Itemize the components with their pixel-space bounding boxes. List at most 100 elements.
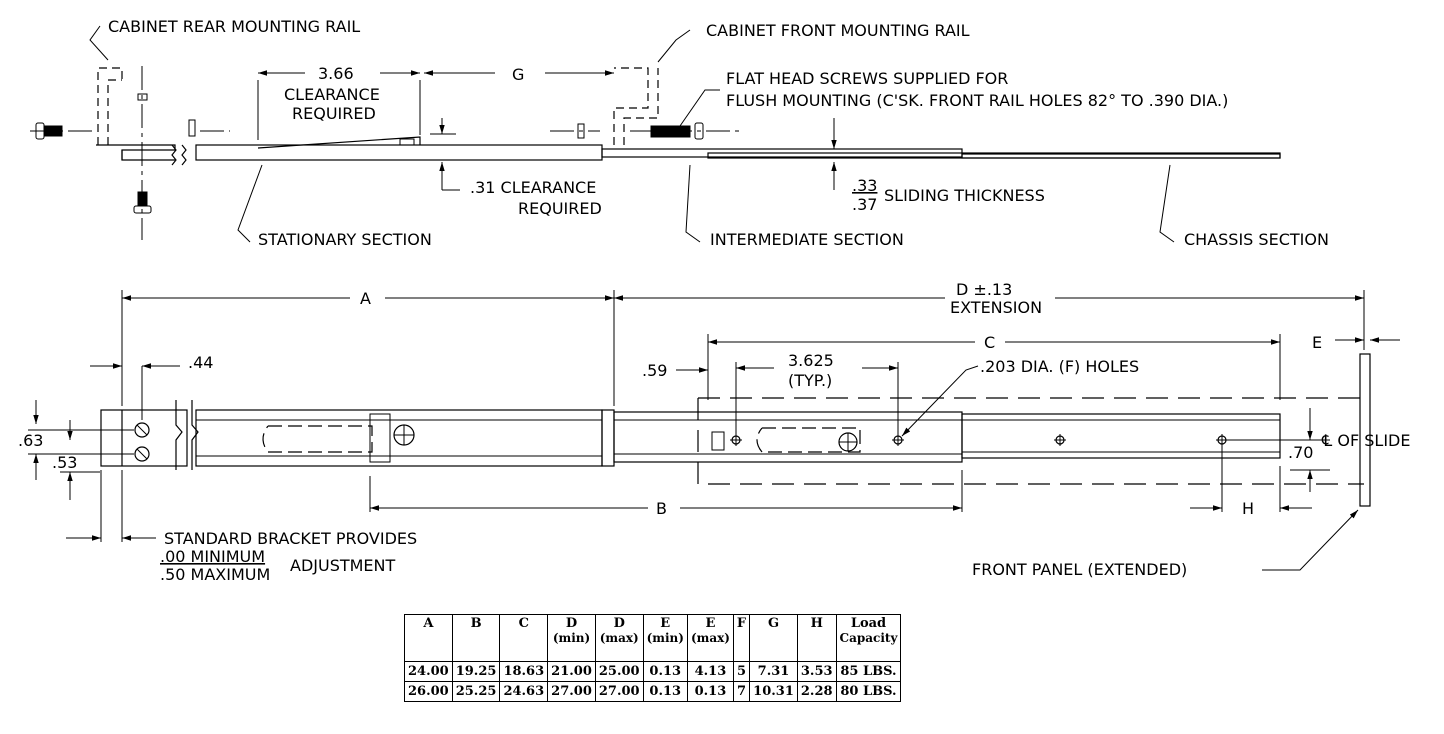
spec-header-cell: C: [499, 614, 549, 662]
rear-rail-label: CABINET REAR MOUNTING RAIL: [108, 17, 360, 36]
spec-cell: 2.28: [796, 681, 837, 702]
dim-3625: 3.625: [788, 351, 834, 370]
spec-cell: 7.31: [749, 661, 798, 682]
chassis-label: CHASSIS SECTION: [1184, 230, 1329, 249]
bracket-screw-bottom: [134, 446, 150, 462]
rear-rail-bracket: [30, 66, 230, 240]
slide-screw-1: [393, 424, 415, 446]
spec-header-label: H: [810, 616, 823, 631]
spec-header-cell: B: [451, 614, 501, 662]
dim-g: G: [512, 65, 524, 84]
mounting-holes: [730, 434, 1228, 446]
clearance-031: .31 CLEARANCE: [470, 178, 596, 197]
spec-cell: 18.63: [499, 661, 549, 682]
dim-d: D ±.13: [956, 280, 1012, 299]
spec-header-label: E: [705, 616, 716, 631]
spec-header-label: C: [518, 616, 529, 631]
extension-label: EXTENSION: [950, 298, 1042, 317]
spec-cell: 27.00: [594, 681, 644, 702]
spec-cell: 80 LBS.: [835, 681, 902, 702]
spec-cell: 85 LBS.: [835, 661, 902, 682]
side-view: A D ±.13 EXTENSION C E .44 .59 3.625 (TY…: [18, 280, 1410, 584]
typ-label: (TYP.): [788, 371, 832, 390]
spec-cell: 27.00: [547, 681, 596, 702]
spec-header-label: B: [470, 616, 482, 631]
spec-cell: 26.00: [404, 681, 453, 702]
spec-cell: 19.25: [451, 661, 501, 682]
spec-header-sub: Capacity: [839, 631, 898, 645]
thickness-bottom: .37: [852, 195, 877, 214]
dim-366: 3.66: [318, 64, 354, 83]
spec-header-sub: (max): [599, 631, 639, 645]
screws-label-1: FLAT HEAD SCREWS SUPPLIED FOR: [726, 69, 1008, 88]
adjustment-label: ADJUSTMENT: [290, 556, 396, 575]
spec-header-cell: D(max): [594, 614, 644, 662]
spec-header-cell: H: [796, 614, 837, 662]
spec-header-label: A: [423, 616, 434, 631]
spec-header-sub: (max): [690, 631, 730, 645]
spec-cell: 4.13: [686, 661, 734, 682]
front-panel-label: FRONT PANEL (EXTENDED): [972, 560, 1187, 579]
spec-cell: 0.13: [642, 661, 688, 682]
spec-cell: 21.00: [547, 661, 596, 682]
spec-cell: 24.00: [404, 661, 453, 682]
slide-screw-2: [838, 432, 858, 452]
front-rail-label: CABINET FRONT MOUNTING RAIL: [706, 21, 970, 40]
spec-header-cell: A: [404, 614, 453, 662]
top-view: CABINET REAR MOUNTING RAIL CABINET FRONT…: [30, 17, 1329, 249]
dim-b: B: [656, 499, 667, 518]
center-of-slide: ℄ OF SLIDE: [1321, 431, 1410, 450]
spec-cell: 0.13: [686, 681, 734, 702]
sliding-thickness: SLIDING THICKNESS: [884, 186, 1045, 205]
spec-cell: 7: [732, 681, 751, 702]
spec-cell: 5: [732, 661, 751, 682]
spec-cell: 10.31: [749, 681, 798, 702]
clearance-label: CLEARANCE: [284, 85, 380, 104]
dim-053: .53: [52, 453, 77, 472]
spec-header-label: E: [660, 616, 671, 631]
dim-c: C: [984, 333, 995, 352]
side-dimensions: A D ±.13 EXTENSION C E .44 .59 3.625 (TY…: [18, 280, 1410, 584]
bracket-label: STANDARD BRACKET PROVIDES: [164, 529, 417, 548]
clearance-031-required: REQUIRED: [518, 199, 602, 218]
dim-059: .59: [642, 361, 667, 380]
spec-header-label: G: [767, 616, 780, 631]
spec-header-cell: F: [732, 614, 751, 662]
bracket-screw-top: [134, 422, 150, 438]
required-label: REQUIRED: [292, 104, 376, 123]
spec-header-label: Load: [850, 616, 887, 631]
screws-label-2: FLUSH MOUNTING (C'SK. FRONT RAIL HOLES 8…: [726, 91, 1228, 110]
spec-header-cell: G: [749, 614, 798, 662]
dim-h: H: [1242, 499, 1254, 518]
spec-cell: 3.53: [796, 661, 837, 682]
holes-label: .203 DIA. (F) HOLES: [980, 357, 1139, 376]
dim-070: .70: [1288, 443, 1313, 462]
spec-header-label: D: [565, 616, 578, 631]
spec-header-sub: (min): [552, 631, 591, 645]
stationary-label: STATIONARY SECTION: [258, 230, 432, 249]
intermediate-section-top: [601, 148, 1281, 159]
spec-cell: 25.00: [594, 661, 644, 682]
spec-header-cell: D(min): [547, 614, 596, 662]
thickness-top: .33: [852, 176, 877, 195]
bracket-max: .50 MAXIMUM: [160, 565, 270, 584]
bracket-min: .00 MINIMUM: [160, 547, 265, 566]
intermediate-label: INTERMEDIATE SECTION: [710, 230, 904, 249]
spec-header-cell: E(max): [686, 614, 734, 662]
dim-a: A: [360, 289, 371, 308]
dim-e: E: [1312, 333, 1322, 352]
top-annotations: CABINET REAR MOUNTING RAIL CABINET FRONT…: [89, 17, 1329, 249]
spec-cell: 25.25: [451, 681, 501, 702]
front-rail-bracket: [550, 67, 740, 145]
spec-header-label: D: [613, 616, 625, 631]
spec-cell: 24.63: [499, 681, 549, 702]
spec-header-sub: (min): [646, 631, 684, 645]
dim-063: .63: [18, 431, 43, 450]
stationary-section-top: [195, 80, 603, 161]
